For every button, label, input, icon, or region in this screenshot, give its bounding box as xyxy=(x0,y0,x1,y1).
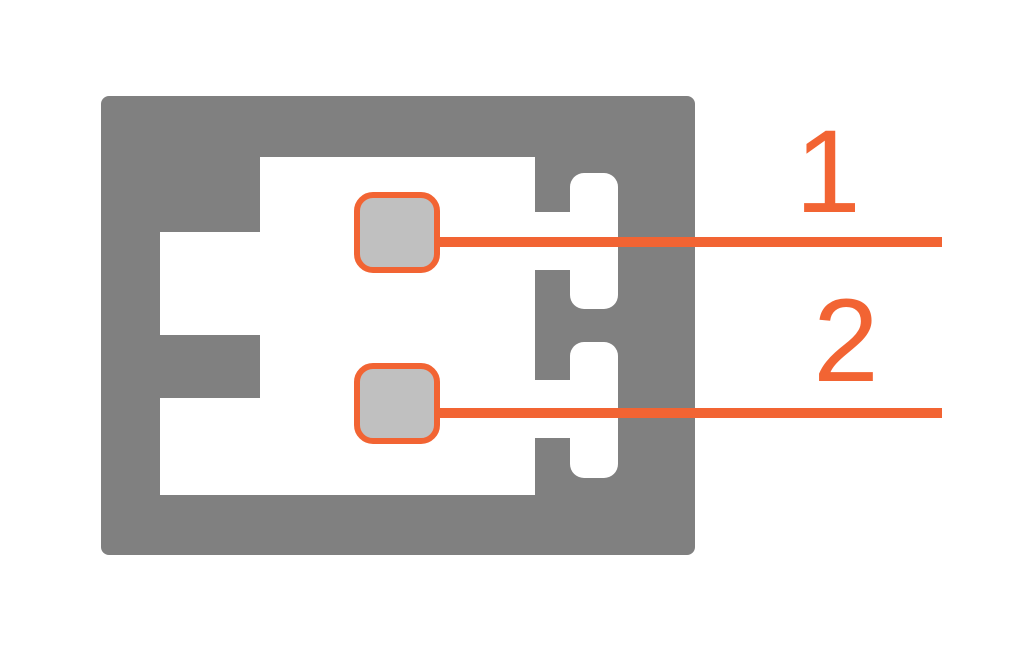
pin-2-pad xyxy=(354,363,440,444)
pin-2-number: 2 xyxy=(813,275,879,407)
pin-1-pad xyxy=(354,192,440,273)
pin-1-number: 1 xyxy=(795,106,861,238)
